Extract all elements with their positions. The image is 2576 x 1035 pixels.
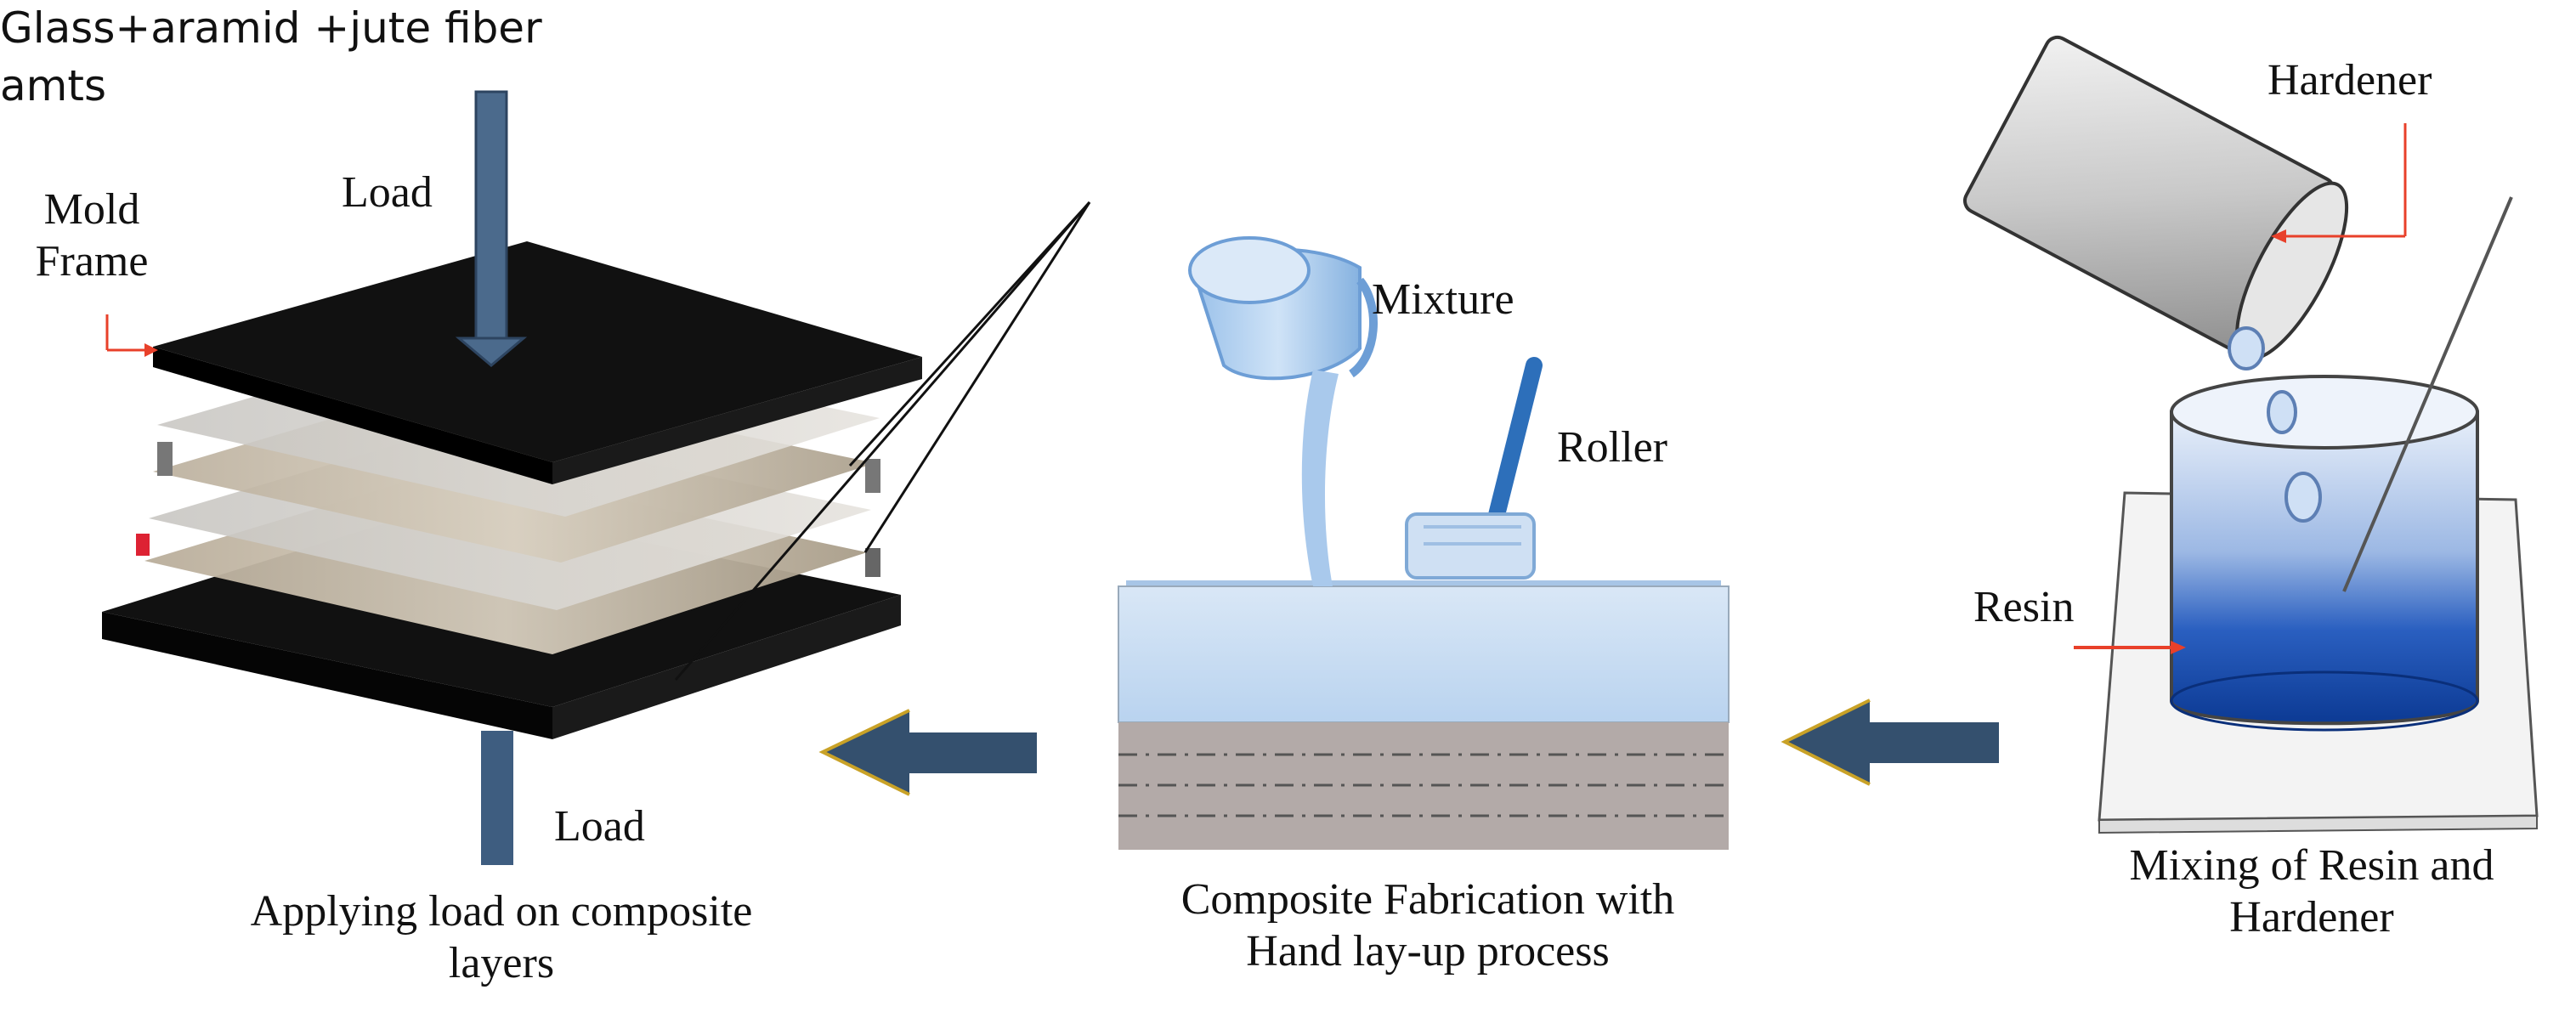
caption-middle-line1: Composite Fabrication with (1180, 875, 1675, 924)
label-load-top: Load (342, 168, 433, 217)
bottom-plate-side (102, 612, 552, 739)
top-load-arrow (455, 90, 528, 367)
bottom-load-arrow (481, 731, 513, 865)
hardener-drops (2228, 326, 2322, 523)
label-fiber-line1: Glass+aramid +jute fiber (0, 3, 542, 53)
hardener-pointer (2271, 123, 2407, 243)
label-resin: Resin (1973, 583, 2075, 631)
caption-right-line2: Hardener (2229, 893, 2394, 942)
roller-icon (1405, 357, 1543, 580)
label-hardener: Hardener (2267, 56, 2432, 105)
label-roller: Roller (1557, 423, 1667, 472)
hardener-can-icon (1963, 35, 2349, 361)
mold-frame-pointer (105, 314, 158, 357)
label-mold-frame-line2: Frame (35, 237, 149, 286)
resin-beaker-icon (2170, 375, 2479, 732)
caption-left-line2: layers (448, 939, 555, 988)
label-fiber-mats: Glass+aramid +jute fiber amts (0, 0, 2576, 115)
caption-right-line1: Mixing of Resin and (2129, 841, 2494, 890)
mixture-cup-icon (1188, 236, 1378, 586)
flow-arrow-right-to-middle (1781, 698, 1999, 786)
mold-stack (102, 241, 922, 739)
resin-pointer (2074, 641, 2186, 654)
caption-hand-layup: Composite Fabrication with Hand lay-up p… (1062, 874, 1793, 978)
hand-layup-block (1118, 580, 1730, 850)
label-mold-frame-line1: Mold (43, 185, 140, 234)
stirring-rod (2342, 196, 2513, 592)
caption-left-line1: Applying load on composite (250, 887, 753, 936)
label-mold-frame: Mold Frame (24, 184, 160, 288)
caption-middle-line2: Hand lay-up process (1246, 927, 1610, 976)
top-mold-plate (153, 241, 922, 462)
label-load-bottom: Load (554, 802, 645, 851)
flow-arrow-middle-to-left (818, 709, 1037, 796)
label-fiber-line2: amts (0, 60, 106, 110)
caption-mixing: Mixing of Resin and Hardener (2057, 840, 2567, 944)
caption-applying-load: Applying load on composite layers (136, 885, 867, 990)
fiber-leader-lines (674, 201, 1091, 681)
label-mixture: Mixture (1372, 275, 1514, 324)
